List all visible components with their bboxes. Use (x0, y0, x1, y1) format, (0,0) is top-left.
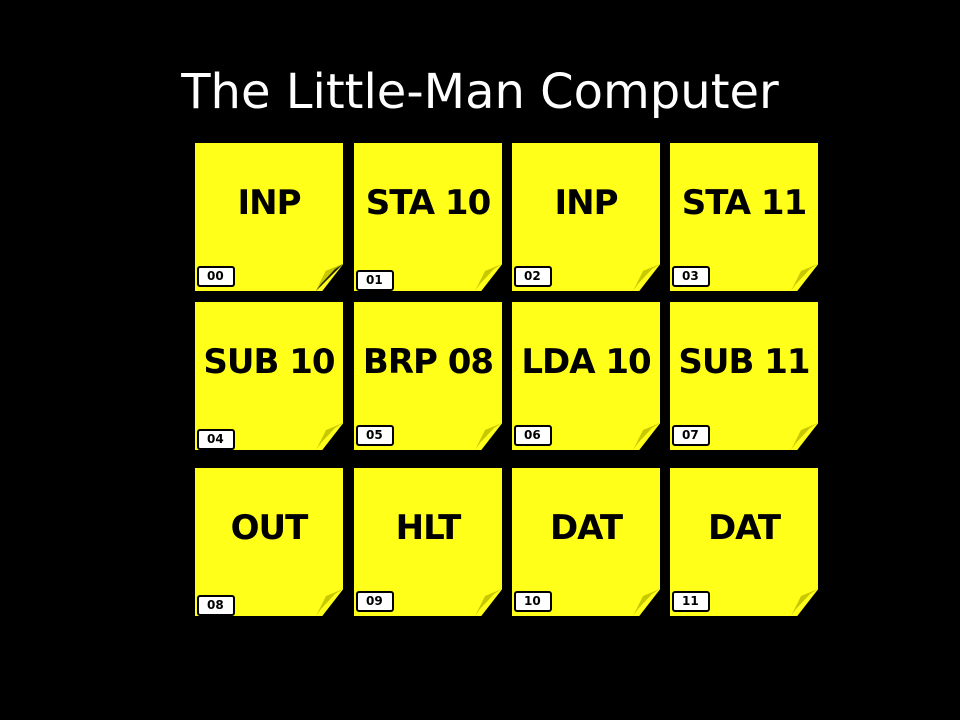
mailbox-instruction: DAT (707, 508, 781, 548)
mailbox-address-tag: 03 (672, 266, 710, 287)
mailbox-06: LDA 10 06 (512, 302, 660, 450)
mailbox-10: DAT 10 (512, 468, 660, 616)
mailbox-04: SUB 10 04 (195, 302, 343, 450)
mailbox-00: INP 00 (195, 143, 343, 291)
mailbox-address-tag: 10 (514, 591, 552, 612)
mailbox-instruction: INP (554, 183, 618, 223)
mailbox-02: INP 02 (512, 143, 660, 291)
mailbox-05: BRP 08 05 (354, 302, 502, 450)
mailbox-address-tag: 04 (197, 429, 235, 450)
slide-title: The Little-Man Computer (181, 64, 779, 120)
mailbox-address-tag: 02 (514, 266, 552, 287)
mailbox-grid: INP 00 STA 10 01 INP 02 STA 11 03 SUB 10… (195, 143, 820, 618)
mailbox-instruction: LDA 10 (521, 342, 651, 382)
mailbox-address-tag: 11 (672, 591, 710, 612)
mailbox-instruction: DAT (549, 508, 623, 548)
mailbox-address-tag: 05 (356, 425, 394, 446)
mailbox-03: STA 11 03 (670, 143, 818, 291)
mailbox-instruction: HLT (395, 508, 462, 548)
mailbox-instruction: SUB 10 (203, 342, 335, 382)
mailbox-address-tag: 08 (197, 595, 235, 616)
mailbox-instruction: INP (237, 183, 301, 223)
mailbox-instruction: SUB 11 (678, 342, 810, 382)
mailbox-instruction: STA 10 (365, 183, 492, 223)
mailbox-01: STA 10 01 (354, 143, 502, 291)
mailbox-address-tag: 01 (356, 270, 394, 291)
mailbox-address-tag: 00 (197, 266, 235, 287)
mailbox-address-tag: 07 (672, 425, 710, 446)
mailbox-instruction: BRP 08 (362, 342, 494, 382)
mailbox-instruction: OUT (230, 508, 309, 548)
mailbox-11: DAT 11 (670, 468, 818, 616)
mailbox-08: OUT 08 (195, 468, 343, 616)
mailbox-address-tag: 06 (514, 425, 552, 446)
mailbox-07: SUB 11 07 (670, 302, 818, 450)
mailbox-instruction: STA 11 (681, 183, 808, 223)
mailbox-address-tag: 09 (356, 591, 394, 612)
mailbox-09: HLT 09 (354, 468, 502, 616)
